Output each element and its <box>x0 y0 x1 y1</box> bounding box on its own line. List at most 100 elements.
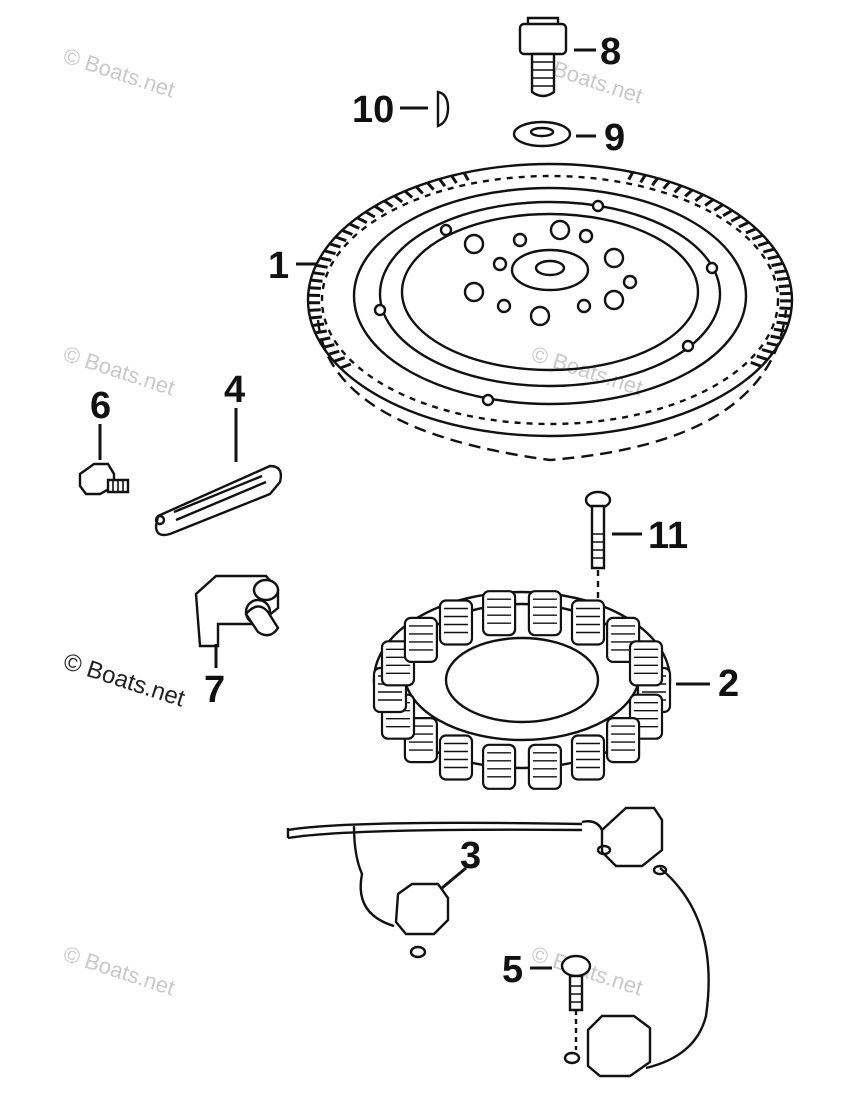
gear-tooth <box>757 240 770 247</box>
stator-pole <box>628 640 664 687</box>
stator-pole <box>605 716 641 764</box>
gear-tooth <box>779 306 792 310</box>
gear-tooth <box>627 171 635 181</box>
gear-tooth <box>339 362 352 370</box>
gear-tooth <box>762 247 775 254</box>
callout-6: 6 <box>90 385 111 427</box>
gear-tooth <box>776 320 789 326</box>
stator-pole <box>482 590 517 637</box>
stator-winding <box>576 742 600 769</box>
gear-tooth <box>770 334 783 340</box>
washer-part-9 <box>512 120 596 148</box>
gear-tooth <box>310 278 323 283</box>
watermark-text: © Boats.net <box>60 941 177 1000</box>
stator-pole <box>403 616 438 664</box>
gear-tooth <box>329 242 341 249</box>
pickup-part-3 <box>286 806 710 1078</box>
gear-tooth <box>348 222 360 230</box>
gear-tooth <box>356 216 368 224</box>
stator-pole <box>527 590 563 637</box>
stator-winding <box>444 607 468 634</box>
gear-tooth <box>673 184 683 194</box>
gear-tooth <box>774 269 787 274</box>
gear-tooth <box>750 360 762 368</box>
stator-pole <box>482 743 517 790</box>
screw-part-5 <box>530 954 592 1050</box>
gear-tooth <box>314 329 328 335</box>
flywheel-part-1 <box>296 162 794 462</box>
gear-tooth <box>704 198 715 207</box>
gear-tooth <box>308 308 321 312</box>
stator-winding <box>487 598 512 624</box>
watermarks: © Boats.net © Boats.net © Boats.net © Bo… <box>60 43 646 1000</box>
gear-tooth <box>761 348 774 355</box>
gear-tooth <box>383 199 394 208</box>
gear-tooth <box>341 229 353 236</box>
flywheel-holes <box>373 199 719 407</box>
gear-tooth <box>745 227 757 235</box>
callout-7: 7 <box>204 669 225 711</box>
gear-tooth <box>778 284 791 289</box>
bracket-part-4 <box>154 408 283 537</box>
gear-tooth <box>651 177 659 187</box>
gear-tooth <box>767 254 780 261</box>
long-screw-part-11 <box>584 490 642 640</box>
callout-5: 5 <box>502 949 523 991</box>
gear-tooth <box>312 271 325 276</box>
gear-tooth <box>327 349 340 356</box>
gear-tooth <box>722 209 733 217</box>
gear-tooth <box>426 181 435 191</box>
gear-tooth <box>778 313 791 318</box>
gear-tooth <box>751 233 764 241</box>
stator-winding <box>408 725 433 751</box>
stator-winding <box>532 752 557 778</box>
sensor-part-7 <box>194 574 280 668</box>
stator-poles <box>372 590 672 790</box>
gear-tooth <box>662 180 671 190</box>
gear-tooth <box>776 276 790 281</box>
gear-tooth <box>438 178 447 188</box>
gear-tooth <box>319 256 332 262</box>
gear-tooth <box>333 356 346 363</box>
gear-tooth <box>315 263 328 269</box>
watermark-text: © Boats.net <box>60 43 177 102</box>
bolt-part-8 <box>518 16 596 98</box>
stator-part-2 <box>372 590 710 790</box>
gear-tooth <box>713 203 724 212</box>
stator-winding <box>611 625 636 651</box>
stator-winding <box>576 607 600 634</box>
stator-pole <box>570 734 606 781</box>
stator-winding <box>444 742 468 769</box>
watermark-text-dark: © Boats.net <box>60 648 188 713</box>
watermark-text: © Boats.net <box>60 341 177 400</box>
callout-9: 9 <box>604 117 625 159</box>
stator-winding <box>634 648 658 674</box>
key-part-10 <box>400 90 450 128</box>
gear-tooth <box>773 327 786 333</box>
gear-tooth <box>335 235 347 243</box>
callout-11: 11 <box>648 515 688 557</box>
gear-tooth <box>730 214 742 223</box>
screw-part-6 <box>78 424 130 496</box>
gear-tooth <box>324 249 336 256</box>
gear-tooth <box>312 322 325 327</box>
ring-gear-teeth <box>308 171 792 370</box>
callout-1: 1 <box>268 245 289 287</box>
stator-winding <box>408 625 433 651</box>
stator-winding <box>611 725 636 751</box>
gear-tooth <box>684 188 694 198</box>
gear-tooth <box>318 336 331 342</box>
stator-pole <box>570 599 606 646</box>
gear-tooth <box>364 210 376 219</box>
gear-tooth <box>450 174 458 184</box>
gear-tooth <box>639 174 647 184</box>
gear-tooth <box>738 221 750 229</box>
callout-labels: 1 2 3 4 5 6 7 8 9 10 11 <box>90 31 739 991</box>
callout-10: 10 <box>352 89 394 131</box>
gear-tooth <box>771 261 784 268</box>
stator-winding <box>386 648 410 674</box>
gear-tooth <box>766 341 779 348</box>
callout-4: 4 <box>224 369 245 411</box>
callout-3: 3 <box>460 835 481 877</box>
stator-pole <box>438 734 474 781</box>
